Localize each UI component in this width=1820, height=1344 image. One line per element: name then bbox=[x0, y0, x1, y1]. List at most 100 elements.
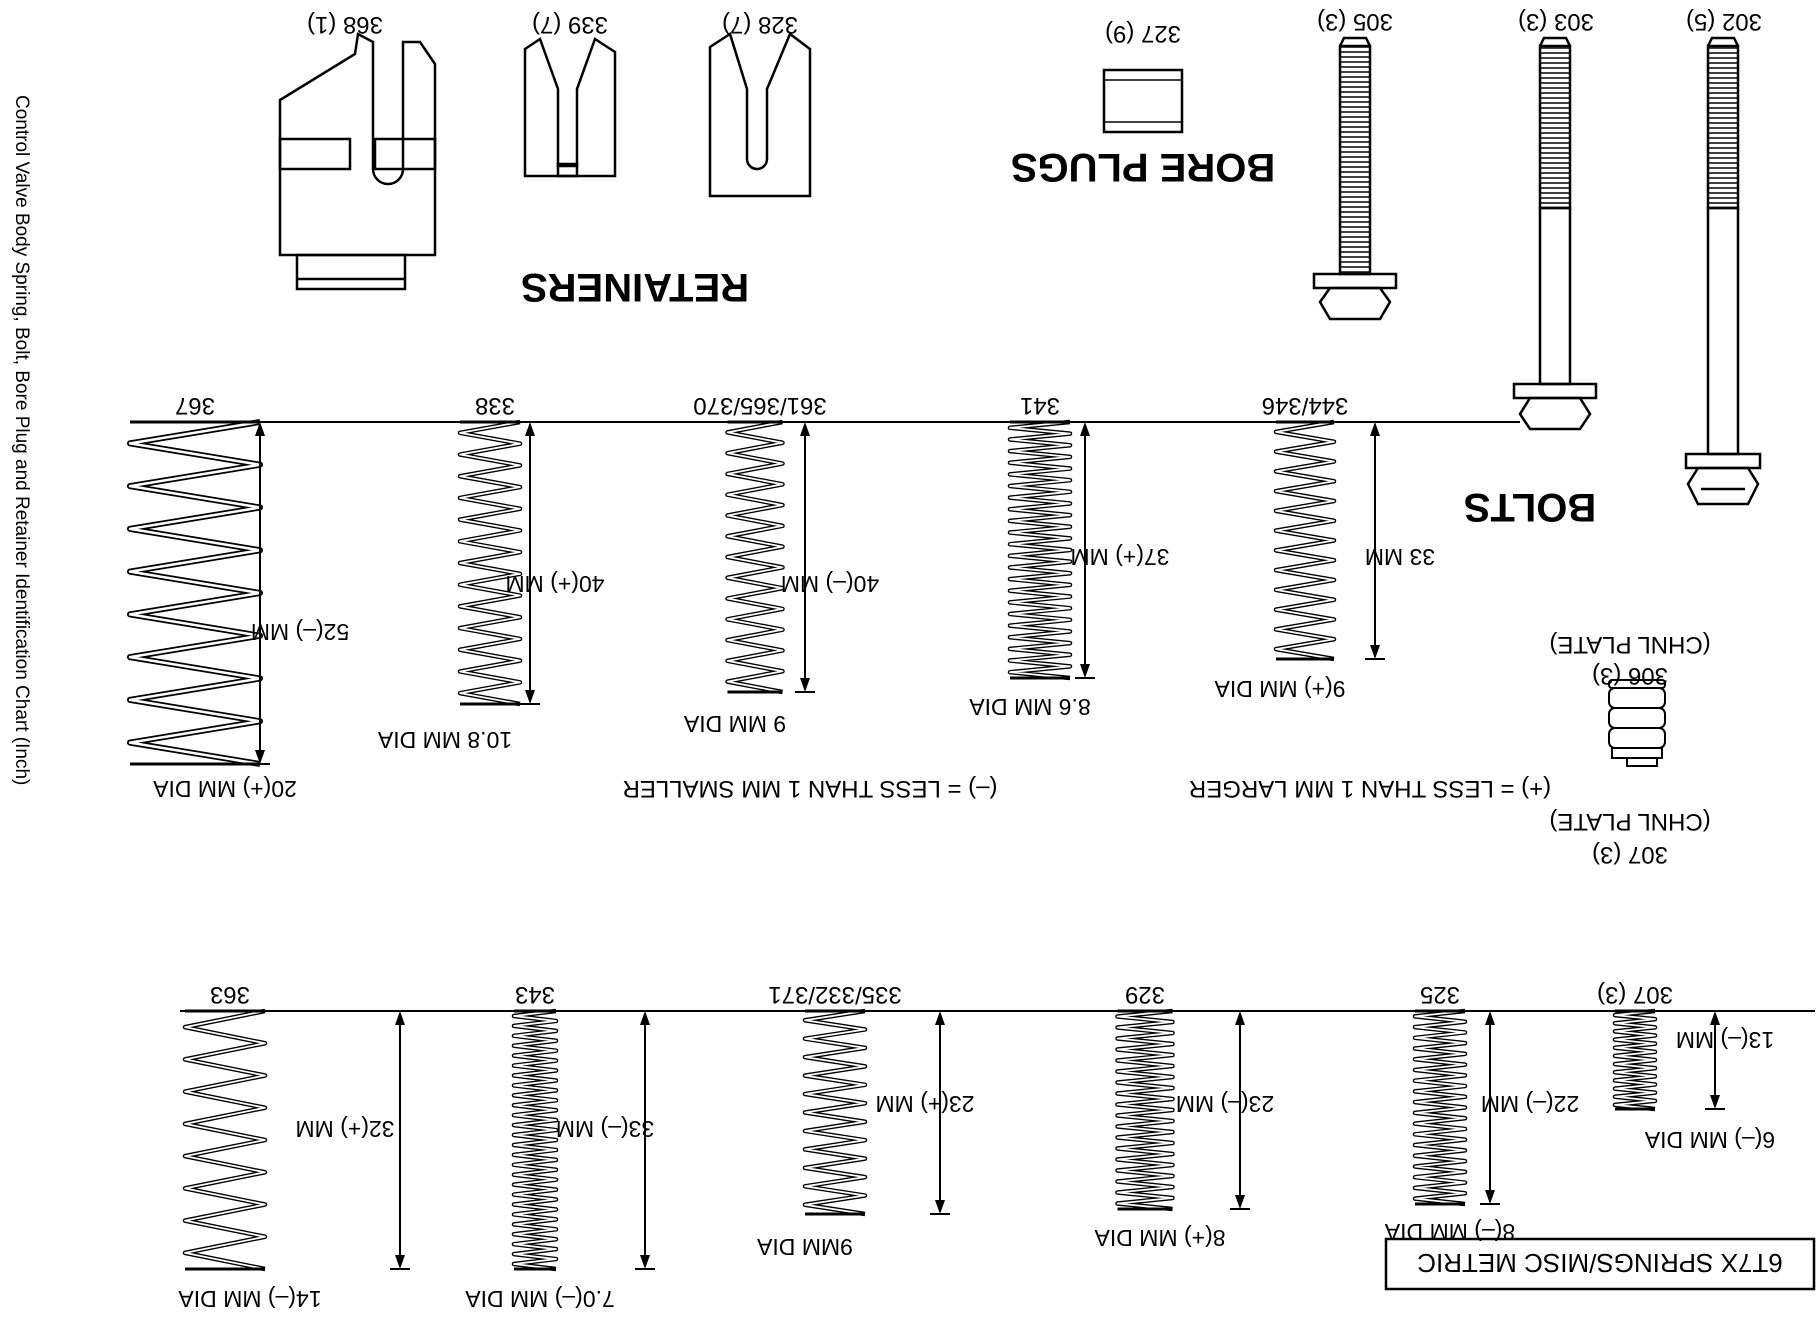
spring-341-arrow bbox=[1080, 422, 1090, 436]
spring-307-id: 307 (3) bbox=[1597, 981, 1673, 1008]
spring-361-dia: 9 MM DIA bbox=[683, 711, 786, 737]
spring-329-arrow bbox=[1235, 1195, 1245, 1209]
spring-343: 343 33(–) MM 7.0(–) MM DIA bbox=[465, 981, 655, 1312]
retainer-339-id: 339 (7) bbox=[532, 11, 608, 38]
retainer-339: 339 (7) bbox=[523, 11, 617, 178]
plate-306-id: 306 (3) bbox=[1592, 662, 1668, 689]
spring-329-arrow bbox=[1235, 1011, 1245, 1025]
drawing-svg: 6T7X SPRINGS/MISC METRIC 307 (3) 13(–) M… bbox=[127, 8, 1816, 1312]
spring-335-coil-highlight bbox=[804, 1010, 866, 1215]
spring-325-arrow bbox=[1485, 1190, 1495, 1204]
spring-338-dia: 10.8 MM DIA bbox=[377, 727, 512, 753]
spring-338-length: 40(+) MM bbox=[505, 571, 604, 597]
spring-335-length: 23(+) MM bbox=[875, 1091, 974, 1117]
bolts-group bbox=[1312, 36, 1762, 506]
spring-344-id: 344/346 bbox=[1262, 392, 1349, 419]
spring-325-id: 325 bbox=[1420, 981, 1460, 1008]
spring-363-coil-highlight bbox=[184, 1010, 266, 1270]
spring-341: 341 37(+) MM 8.6 MM DIA bbox=[969, 392, 1170, 720]
spring-363-arrow bbox=[395, 1011, 405, 1025]
spring-344-coil bbox=[1273, 419, 1337, 662]
side-caption: Control Valve Body Spring, Bolt, Bore Pl… bbox=[11, 95, 32, 785]
spring-367: 367 52(–) MM 20(+) MM DIA bbox=[127, 392, 349, 802]
plate-307-id: 307 (3) bbox=[1592, 841, 1668, 868]
bore-plug-id: 327 (9) bbox=[1105, 20, 1181, 47]
spring-325: 325 22(–) MM 8(–) MM DIA bbox=[1384, 981, 1579, 1245]
bore-plugs-label: BORE PLUGS bbox=[1011, 145, 1275, 189]
spring-335-arrow bbox=[935, 1200, 945, 1214]
spring-338: 338 40(+) MM 10.8 MM DIA bbox=[377, 392, 604, 753]
spring-338-arrow bbox=[525, 690, 535, 704]
spring-367-id: 367 bbox=[175, 392, 215, 419]
spring-335-arrow bbox=[935, 1011, 945, 1025]
spring-338-id: 338 bbox=[475, 392, 515, 419]
spring-363-arrow bbox=[395, 1255, 405, 1269]
title-box-text: 6T7X SPRINGS/MISC METRIC bbox=[1417, 1248, 1783, 1278]
spring-344-arrow bbox=[1370, 422, 1380, 436]
spring-363-dia: 14(–) MM DIA bbox=[178, 1286, 322, 1312]
spring-335: 335/332/371 23(+) MM 9MM DIA bbox=[756, 981, 974, 1260]
spring-367-arrow bbox=[255, 422, 265, 436]
spring-367-length: 52(–) MM bbox=[251, 619, 349, 645]
spring-307-arrow bbox=[1710, 1011, 1720, 1025]
spring-307-dia: 6(–) MM DIA bbox=[1644, 1127, 1775, 1153]
spring-341-length: 37(+) MM bbox=[1070, 544, 1169, 570]
spring-344-dia: 9(+) MM DIA bbox=[1214, 676, 1346, 702]
spring-343-arrow bbox=[640, 1255, 650, 1269]
spring-325-dia: 8(–) MM DIA bbox=[1384, 1219, 1515, 1245]
bore-plug: 327 (9) bbox=[1102, 20, 1184, 134]
channel-plate-plug bbox=[1608, 679, 1666, 767]
spring-361-arrow bbox=[800, 678, 810, 692]
spring-341-arrow bbox=[1080, 664, 1090, 678]
spring-335-id: 335/332/371 bbox=[768, 981, 901, 1008]
spring-363-coil bbox=[182, 1008, 268, 1272]
retainers-label: RETAINERS bbox=[521, 265, 749, 309]
spring-361: 361/365/370 40(–) MM 9 MM DIA bbox=[683, 392, 879, 737]
plate-307-note: (CHNL PLATE) bbox=[1549, 808, 1710, 835]
spring-363-id: 363 bbox=[210, 981, 250, 1008]
flipped-drawing: 6T7X SPRINGS/MISC METRIC 307 (3) 13(–) M… bbox=[90, 0, 1820, 1344]
spring-341-dia: 8.6 MM DIA bbox=[969, 694, 1091, 720]
spring-367-coil bbox=[127, 419, 263, 767]
spring-307: 307 (3) 13(–) MM 6(–) MM DIA bbox=[1597, 981, 1775, 1153]
retainer-368-id: 368 (1) bbox=[307, 11, 383, 38]
title-box: 6T7X SPRINGS/MISC METRIC bbox=[1384, 1237, 1816, 1291]
spring-343-coil-highlight bbox=[513, 1010, 557, 1270]
spring-338-coil-highlight bbox=[459, 421, 521, 705]
bolt-303-id: 303 (3) bbox=[1518, 8, 1594, 35]
legend-plus: (+) = LESS THAN 1 MM LARGER bbox=[1189, 775, 1551, 802]
spring-344-coil-highlight bbox=[1275, 421, 1335, 660]
bolt-302-id: 302 (5) bbox=[1686, 8, 1762, 35]
spring-338-arrow bbox=[525, 422, 535, 436]
spring-307-arrow bbox=[1710, 1095, 1720, 1109]
spring-335-dia: 9MM DIA bbox=[756, 1234, 853, 1260]
spring-329-length: 23(–) MM bbox=[1176, 1091, 1274, 1117]
spring-367-arrow bbox=[255, 750, 265, 764]
bolt-305-id: 305 (3) bbox=[1317, 8, 1393, 35]
spring-367-dia: 20(+) MM DIA bbox=[152, 776, 296, 802]
spring-341-id: 341 bbox=[1020, 392, 1060, 419]
retainer-328: 328 (7) bbox=[708, 11, 812, 198]
plate-item-307: 307 (3) (CHNL PLATE) bbox=[1549, 808, 1710, 868]
legend-minus: (–) = LESS THAN 1 MM SMALLER bbox=[623, 775, 998, 802]
spring-325-length: 22(–) MM bbox=[1481, 1091, 1579, 1117]
bolt-305 bbox=[1312, 36, 1398, 321]
retainer-368: 368 (1) bbox=[278, 11, 437, 291]
spring-329-id: 329 bbox=[1125, 981, 1165, 1008]
spring-325-arrow bbox=[1485, 1011, 1495, 1025]
retainer-328-id: 328 (7) bbox=[722, 11, 798, 38]
side-caption-text: Control Valve Body Spring, Bolt, Bore Pl… bbox=[11, 95, 32, 785]
spring-361-length: 40(–) MM bbox=[781, 571, 879, 597]
plate-item-306: (CHNL PLATE) 306 (3) bbox=[1549, 631, 1711, 767]
spring-344-arrow bbox=[1370, 645, 1380, 659]
spring-361-arrow bbox=[800, 422, 810, 436]
bolt-302 bbox=[1684, 36, 1762, 506]
spring-307-coil-highlight bbox=[1614, 1010, 1656, 1110]
spring-329: 329 23(–) MM 8(+) MM DIA bbox=[1094, 981, 1274, 1251]
spring-343-length: 33(–) MM bbox=[556, 1116, 654, 1142]
spring-343-arrow bbox=[640, 1011, 650, 1025]
spring-307-length: 13(–) MM bbox=[1676, 1027, 1774, 1053]
spring-325-coil-highlight bbox=[1414, 1010, 1466, 1205]
spring-344-length: 33 MM bbox=[1365, 544, 1435, 570]
